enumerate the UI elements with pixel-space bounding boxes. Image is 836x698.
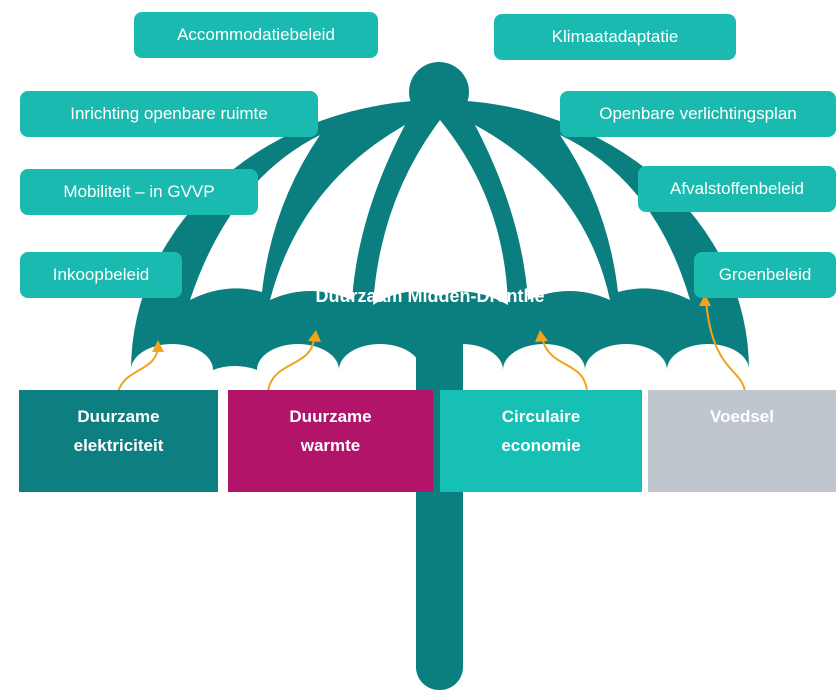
policy-klimaatadaptatie: Klimaatadaptatie: [494, 14, 736, 60]
arrows: [117, 299, 746, 393]
policy-groenbeleid: Groenbeleid: [694, 252, 836, 298]
theme-warmte-line2: warmte: [300, 436, 361, 455]
arrowhead-4: [699, 294, 711, 306]
canopy-panel-left: [190, 135, 320, 300]
theme-circulaire-economie: Circulaire economie: [440, 390, 642, 492]
policy-inkoopbeleid: Inkoopbeleid: [20, 252, 182, 298]
theme-circulair-line2: economie: [501, 436, 581, 455]
policy-inrichting-openbare-ruimte: Inrichting openbare ruimte: [20, 91, 318, 137]
arrow-1: [117, 347, 159, 393]
policy-openbare-verlichtingsplan: Openbare verlichtingsplan: [560, 91, 836, 137]
arrow-3: [541, 337, 588, 393]
arrowheads: [152, 294, 711, 352]
theme-voedsel: Voedsel: [648, 390, 836, 492]
theme-warmte-line1: Duurzame: [289, 407, 372, 426]
arrowhead-3: [535, 330, 548, 342]
canopy-panel-mid-right: [475, 125, 610, 300]
arrow-4: [705, 299, 746, 393]
diagram-title: Duurzaam Midden-Drenthe: [315, 286, 545, 306]
theme-voedsel-line1: Voedsel: [710, 407, 774, 426]
arrow-2: [267, 337, 315, 393]
policy-accommodatiebeleid: Accommodatiebeleid: [134, 12, 378, 58]
canopy-panel-center: [373, 120, 508, 305]
policy-afvalstoffenbeleid: Afvalstoffenbeleid: [638, 166, 836, 212]
theme-elektriciteit-line2: elektriciteit: [73, 436, 164, 455]
theme-duurzame-warmte: Duurzame warmte: [228, 390, 433, 492]
theme-duurzame-elektriciteit: Duurzame elektriciteit: [19, 390, 218, 492]
canopy-panel-right: [560, 135, 690, 300]
canopy-panel-mid-left: [270, 125, 405, 300]
theme-circulair-line1: Circulaire: [501, 407, 581, 426]
policy-mobiliteit: Mobiliteit – in GVVP: [20, 169, 258, 215]
theme-elektriciteit-line1: Duurzame: [77, 407, 160, 426]
arrowhead-2: [308, 330, 321, 342]
arrowhead-1: [152, 340, 164, 352]
